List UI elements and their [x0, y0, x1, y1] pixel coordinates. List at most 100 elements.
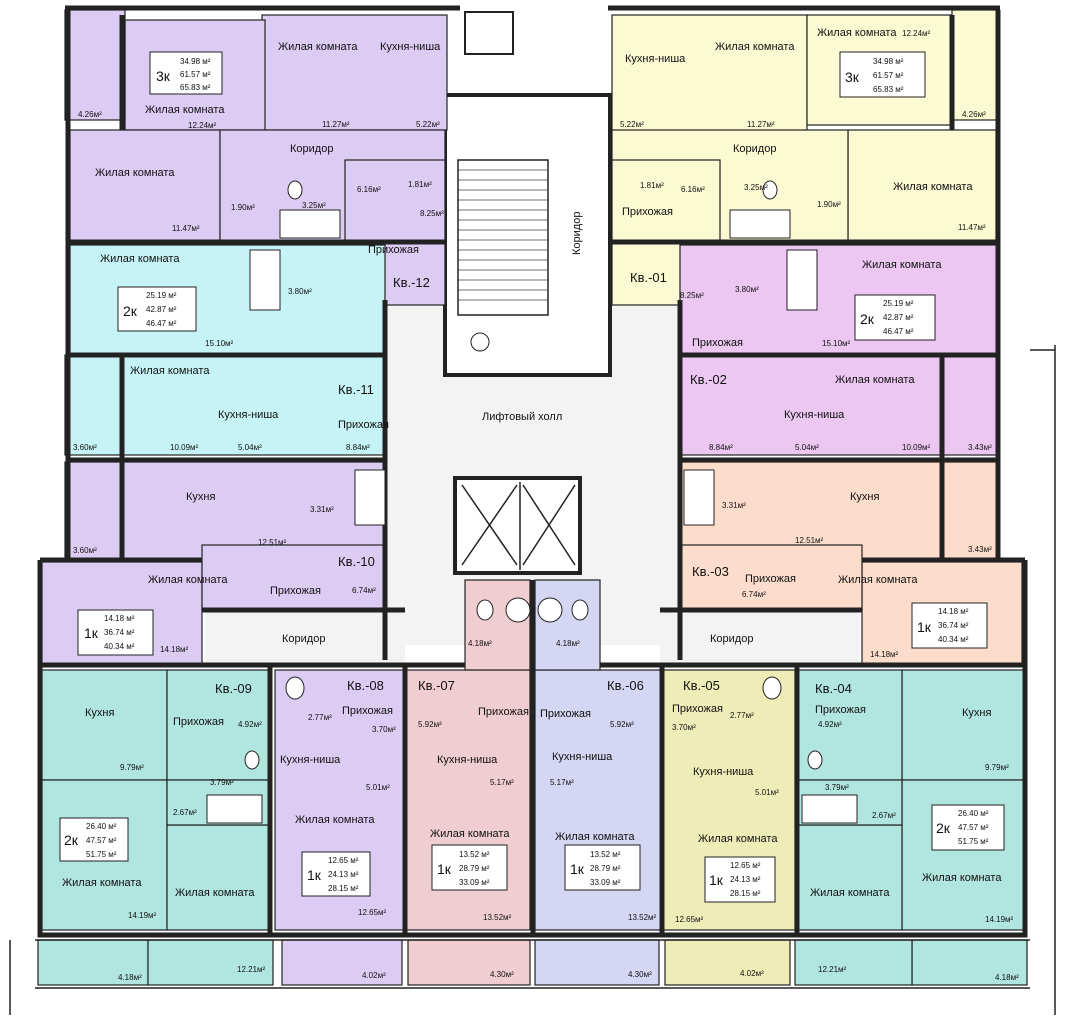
- kv07-room-label: Жилая комната: [430, 828, 510, 840]
- kv02-summary-box: 2к 25.19 м² 42.87 м² 46.47 м²: [854, 294, 936, 341]
- kv03-apartment-label: Кв.-03: [692, 564, 729, 579]
- kv05-area: 5.01м²: [755, 788, 779, 797]
- stair-flight: [457, 159, 549, 316]
- kv02-area-full: 46.47 м²: [883, 327, 914, 336]
- kv07-area-total: 28.79 м²: [459, 864, 490, 873]
- kv06-area-living: 13.52 м²: [590, 850, 621, 859]
- kv10-area-full: 40.34 м²: [104, 642, 135, 651]
- kv04-room-left-label: Жилая комната: [810, 887, 890, 899]
- kv01-apartment-label: Кв.-01: [630, 270, 667, 285]
- kv04-kitchen-label: Кухня: [962, 707, 991, 719]
- bathtub: [801, 794, 858, 824]
- kv10-area: 12.51м²: [258, 538, 287, 547]
- kv07-summary-box: 1к 13.52 м² 28.79 м² 33.09 м²: [431, 844, 508, 891]
- kv03-summary-box: 1к 14.18 м² 36.74 м² 40.34 м²: [911, 602, 988, 649]
- kv01-area: 11.27м²: [747, 120, 775, 129]
- kv02-area: 15.10м²: [822, 339, 851, 348]
- kv11-kitchen-niche-label: Кухня-ниша: [218, 409, 279, 421]
- kv08-area: 4.02м²: [362, 971, 386, 980]
- kv12-area-living: 34.98 м²: [180, 57, 211, 66]
- kv12-kitchen-niche-label: Кухня-ниша: [380, 41, 441, 53]
- kv09-area-full: 51.75 м²: [86, 850, 117, 859]
- kv01-room-right-label: Жилая комната: [893, 181, 973, 193]
- kv07-kitchen-niche-label: Кухня-ниша: [437, 754, 498, 766]
- kv03-labels: Кухня Прихожая Жилая комната Кв.-03 3.31…: [692, 491, 992, 659]
- kv04-apartment-label: Кв.-04: [815, 681, 852, 696]
- toilet: [762, 180, 778, 200]
- kv05-room-count: 1к: [709, 872, 724, 888]
- kv02-room-top: [679, 244, 999, 356]
- kv06-room-count: 1к: [570, 861, 585, 877]
- kv05-area: 12.65м²: [675, 915, 704, 924]
- kv06-area: 4.30м²: [628, 970, 652, 979]
- kv12-summary-frame: [149, 51, 223, 95]
- kv04-room-count: 2к: [936, 820, 951, 836]
- kv01-area: 4.26м²: [962, 110, 986, 119]
- kv12-summary-box: 3к 34.98 м² 61.57 м² 65.83 м²: [149, 51, 223, 95]
- kv04-balcony2: [794, 939, 913, 986]
- kv10-kitchen-label: Кухня: [186, 491, 215, 503]
- toilet: [571, 599, 589, 621]
- bathtub: [786, 249, 818, 311]
- kv10-apartment-label: Кв.-10: [338, 554, 375, 569]
- kv12-area: 3.25м²: [302, 201, 326, 210]
- kv02-summary-frame: [854, 294, 936, 341]
- kv04-area: 4.92м²: [818, 720, 842, 729]
- toilet: [287, 180, 303, 200]
- kv01-labels: Кухня-ниша Жилая комната Жилая комната К…: [620, 27, 986, 300]
- kv11-area-full: 46.47 м²: [146, 319, 177, 328]
- kv12-area: 11.27м²: [322, 120, 350, 129]
- hall-labels: Лифтовый холл Коридор Коридор Коридор: [282, 212, 753, 645]
- kv04-room-left: [796, 824, 903, 931]
- kv08-area-total: 24.13 м²: [328, 870, 359, 879]
- kv11-room-top-label: Жилая комната: [100, 253, 180, 265]
- kv04-area-living: 26.40 м²: [958, 809, 989, 818]
- kv03-area: 3.31м²: [722, 501, 746, 510]
- kv03-room-label: Жилая комната: [838, 574, 918, 586]
- bathtub: [354, 469, 386, 526]
- kv01-balcony: [951, 9, 998, 121]
- kv05-area: 2.77м²: [730, 711, 754, 720]
- kv06-labels: Кв.-06 Прихожая Кухня-ниша Жилая комната…: [540, 639, 657, 979]
- kv10-kitchen: [121, 461, 386, 561]
- kv01-area: 1.81м²: [640, 181, 664, 190]
- kv02-area: 10.09м²: [902, 443, 931, 452]
- kv02-area: 5.04м²: [795, 443, 819, 452]
- kv12-area: 4.26м²: [78, 110, 102, 119]
- kv12-area: 5.22м²: [416, 120, 440, 129]
- kv11-balcony: [64, 354, 123, 456]
- kv10-room-label: Жилая комната: [148, 574, 228, 586]
- kv08-room-count: 1к: [307, 867, 322, 883]
- kv09-area: 12.21м²: [237, 965, 266, 974]
- kv11-area-total: 42.87 м²: [146, 305, 177, 314]
- kv09-summary-frame: [59, 817, 129, 862]
- kv12-room-top: [261, 14, 448, 131]
- toilet: [244, 750, 260, 770]
- structural-walls: [9, 5, 1056, 1015]
- toilet: [807, 750, 823, 770]
- kv09-summary-box: 2к 26.40 м² 47.57 м² 51.75 м²: [59, 817, 129, 862]
- kv04-balcony: [911, 939, 1028, 986]
- corridor-right-floor: [660, 610, 860, 665]
- kv09-area: 4.92м²: [238, 720, 262, 729]
- kv04-hallway-label: Прихожая: [815, 704, 866, 716]
- kv02-hallway-label: Прихожая: [692, 337, 743, 349]
- kv06-hallway-label: Прихожая: [540, 708, 591, 720]
- kv05-area: 3.70м²: [672, 723, 696, 732]
- corridor-left-floor: [205, 610, 405, 665]
- kv12-area-full: 65.83 м²: [180, 83, 211, 92]
- kv08-area-full: 28.15 м²: [328, 884, 359, 893]
- kv01-area: 11.47м²: [958, 223, 986, 232]
- kv08-area: 12.65м²: [358, 908, 387, 917]
- kv11-area: 8.84м²: [346, 443, 370, 452]
- kv07-room-count: 1к: [437, 861, 452, 877]
- kv12-area: 6.16м²: [357, 185, 381, 194]
- kv06-area-total: 28.79 м²: [590, 864, 621, 873]
- kv10-labels: Кухня Жилая комната Прихожая Кв.-10 3.31…: [73, 491, 376, 656]
- kv11-room-count: 2к: [123, 303, 138, 319]
- toilet: [285, 676, 305, 700]
- stair-steps: [458, 169, 548, 301]
- kv03-area: 6.74м²: [742, 590, 766, 599]
- kv10-summary-box: 1к 14.18 м² 36.74 м² 40.34 м²: [77, 609, 154, 656]
- kv04-area: 12.21м²: [818, 965, 847, 974]
